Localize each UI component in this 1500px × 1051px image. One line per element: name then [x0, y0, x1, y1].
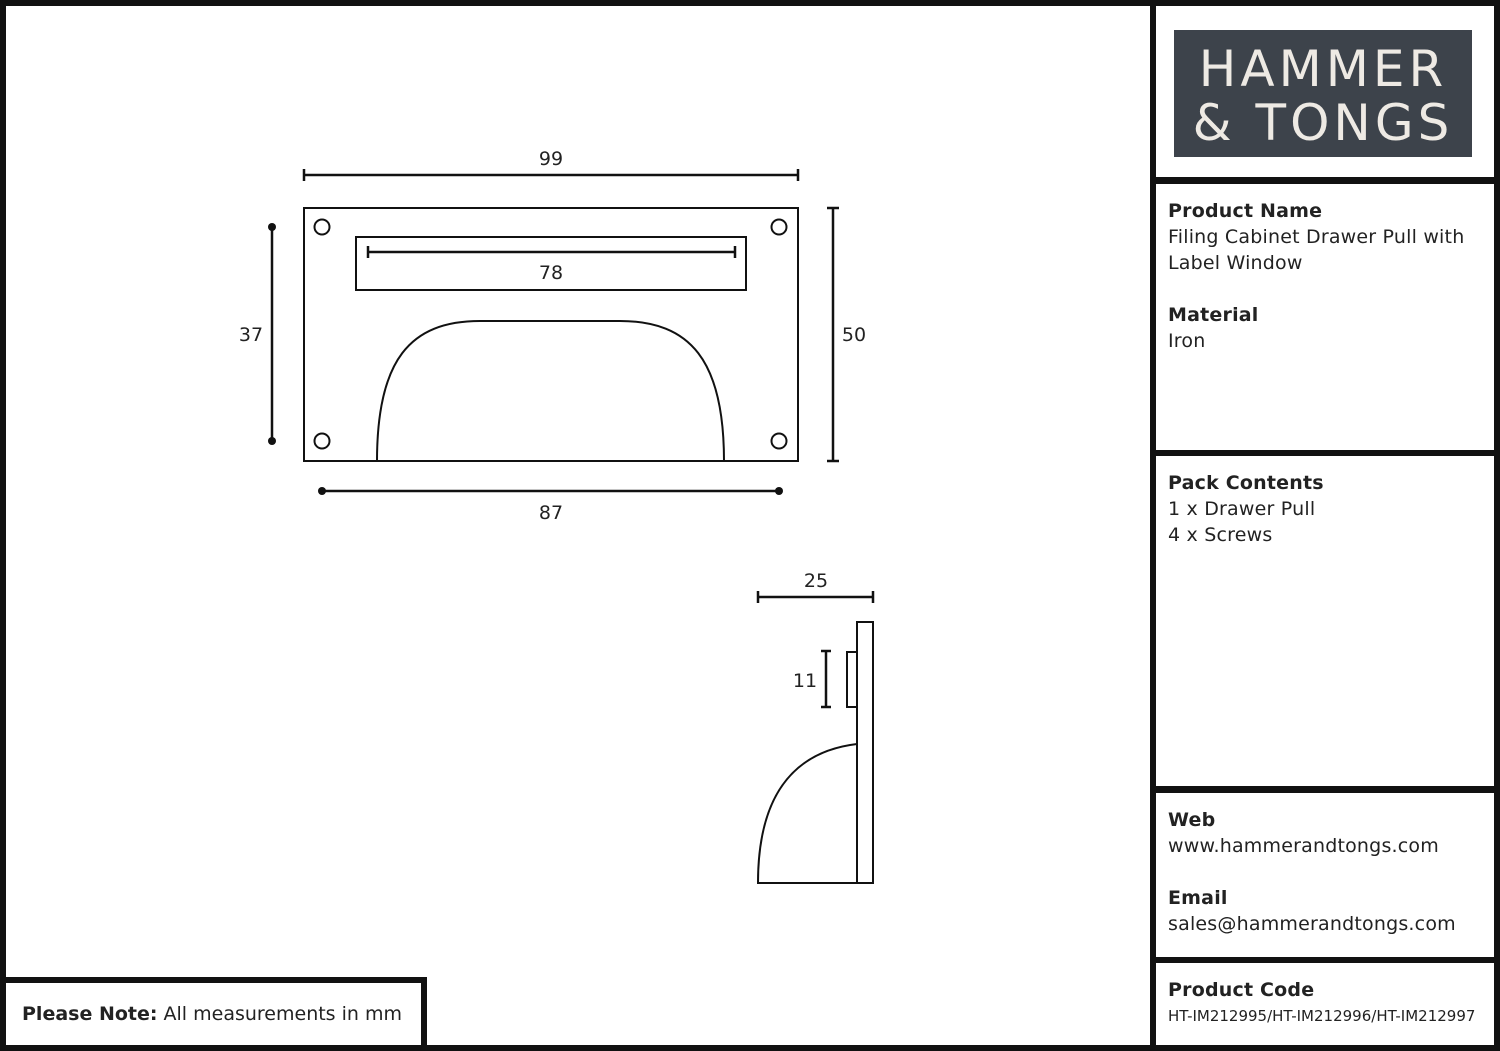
email-label: Email	[1168, 887, 1228, 909]
dim-line-height	[827, 206, 839, 463]
cup-outline	[376, 320, 725, 462]
product-code-label: Product Code	[1168, 979, 1315, 1001]
product-name-value: Filing Cabinet Drawer Pull with Label Wi…	[1168, 226, 1465, 274]
contact-panel: Web www.hammerandtongs.com Email sales@h…	[1150, 787, 1500, 965]
product-name-label: Product Name	[1168, 200, 1323, 222]
product-code-value: HT-IM212995/HT-IM212996/HT-IM212997	[1168, 1007, 1476, 1025]
screw-hole	[770, 218, 788, 236]
dim-line-window-depth	[821, 649, 831, 709]
logo-line-1: HAMMER	[1198, 40, 1448, 98]
dim-hole-spacing: 87	[539, 502, 563, 524]
material-value: Iron	[1168, 330, 1206, 352]
screw-hole	[313, 218, 331, 236]
side-window	[846, 651, 858, 708]
pack-item: 4 x Screws	[1168, 524, 1273, 546]
backplate	[303, 207, 799, 462]
note-label: Please Note:	[22, 1003, 158, 1025]
note-box: Please Note: All measurements in mm	[0, 977, 427, 1051]
side-plate	[856, 621, 874, 884]
dim-line-window	[366, 246, 737, 258]
note-text: All measurements in mm	[163, 1003, 402, 1025]
dim-window-depth: 11	[793, 670, 817, 692]
logo-line-2: & TONGS	[1192, 94, 1454, 152]
product-panel: Product Name Filing Cabinet Drawer Pull …	[1150, 178, 1500, 456]
email-link[interactable]: sales@hammerandtongs.com	[1168, 913, 1456, 935]
pack-item: 1 x Drawer Pull	[1168, 498, 1316, 520]
pack-label: Pack Contents	[1168, 472, 1324, 494]
dim-window: 78	[539, 262, 563, 284]
pack-panel: Pack Contents 1 x Drawer Pull 4 x Screws	[1150, 450, 1500, 792]
side-cup	[756, 743, 858, 884]
screw-hole	[313, 432, 331, 450]
dim-width: 99	[539, 148, 563, 170]
web-link[interactable]: www.hammerandtongs.com	[1168, 835, 1439, 857]
label-window	[355, 236, 747, 291]
dim-line-depth	[756, 591, 875, 603]
dim-height: 50	[842, 324, 866, 346]
web-label: Web	[1168, 809, 1216, 831]
dim-depth: 25	[804, 570, 828, 592]
brand-logo: HAMMER & TONGS	[1174, 30, 1472, 157]
material-label: Material	[1168, 304, 1259, 326]
code-panel: Product Code HT-IM212995/HT-IM212996/HT-…	[1150, 957, 1500, 1051]
screw-hole	[770, 432, 788, 450]
dim-line-width	[302, 169, 800, 181]
dim-height-inner: 37	[239, 324, 263, 346]
